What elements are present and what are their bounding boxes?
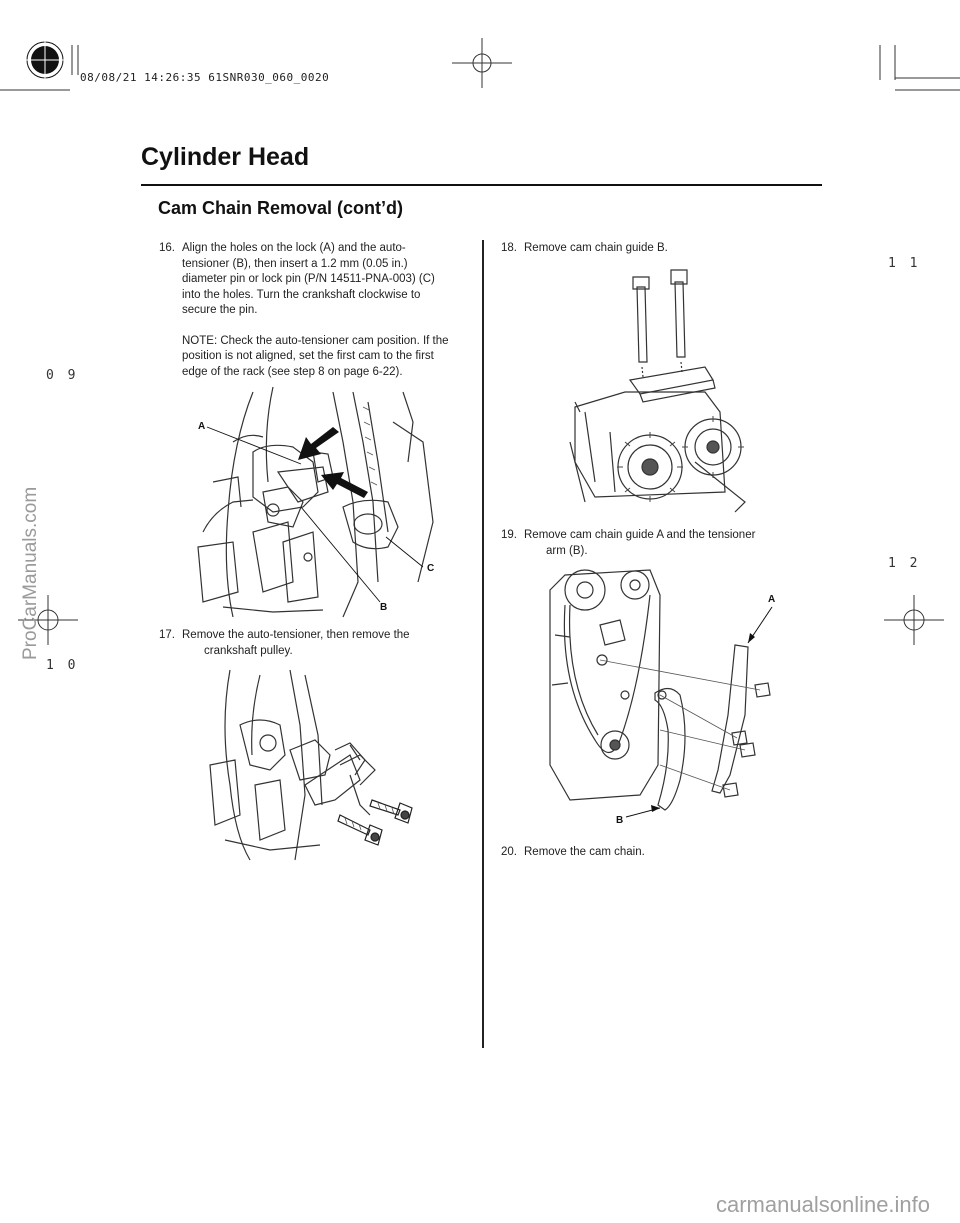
- registration-mark-top-left: [20, 35, 79, 85]
- watermark-bottom: carmanualsonline.info: [716, 1192, 931, 1217]
- watermark-side: ProCarManuals.com: [20, 486, 41, 660]
- title-rule: [141, 184, 822, 186]
- callout-b: B: [380, 602, 388, 613]
- margin-number-left-top: 0 9: [46, 368, 79, 383]
- step-number: 20.: [501, 846, 517, 858]
- step-19: 19. Remove cam chain guide A and the ten…: [501, 528, 821, 559]
- note-line: edge of the rack (see step 8 on page 6-2…: [182, 365, 403, 378]
- figure-remove-cam-chain-guide-b: [569, 269, 746, 513]
- margin-number-left-bottom: 1 0: [46, 658, 79, 673]
- step-number: 18.: [501, 242, 517, 254]
- page-title: Cylinder Head: [141, 143, 310, 171]
- note-line: NOTE: Check the auto-tensioner cam posit…: [182, 334, 449, 347]
- figure-auto-tensioner-lock-pin: [197, 386, 434, 618]
- figure-remove-guide-a-tensioner-arm: [549, 569, 773, 818]
- step-line: Remove the auto-tensioner, then remove t…: [182, 629, 410, 641]
- step-18: 18. Remove cam chain guide B.: [501, 241, 821, 257]
- step-17: 17. Remove the auto-tensioner, then remo…: [159, 628, 479, 659]
- step-line: Remove cam chain guide A and the tension…: [524, 529, 756, 541]
- margin-number-right-top: 1 1: [888, 256, 921, 271]
- figure-remove-auto-tensioner: [209, 669, 413, 861]
- callout-b: B: [616, 815, 624, 826]
- step-number: 19.: [501, 529, 517, 541]
- step-line: diameter pin or lock pin (P/N 14511-PNA-…: [182, 273, 435, 285]
- step-line: into the holes. Turn the crankshaft cloc…: [182, 288, 421, 301]
- step-line: secure the pin.: [182, 304, 258, 316]
- callout-c: C: [427, 563, 435, 574]
- crosshair-mark-right: [884, 595, 944, 645]
- step-line: tensioner (B), then insert a 1.2 mm (0.0…: [182, 257, 408, 270]
- step-line: crankshaft pulley.: [204, 644, 293, 657]
- step-number: 17.: [159, 629, 175, 641]
- step-16: 16. Align the holes on the lock (A) and …: [159, 241, 479, 380]
- crop-marks-top-right: [879, 45, 960, 91]
- step-20: 20. Remove the cam chain.: [501, 845, 821, 861]
- step-line: Align the holes on the lock (A) and the …: [182, 242, 406, 254]
- column-divider: [482, 240, 484, 1048]
- step-number: 16.: [159, 242, 175, 254]
- step-line: Remove cam chain guide B.: [524, 242, 668, 254]
- print-stamp: 08/08/21 14:26:35 61SNR030_060_0020: [80, 71, 330, 84]
- step-line: arm (B).: [546, 544, 588, 557]
- crosshair-mark-top-center: [452, 38, 512, 88]
- callout-a: A: [198, 421, 206, 432]
- crosshair-mark-left: [18, 595, 78, 645]
- note-line: position is not aligned, set the first c…: [182, 350, 434, 362]
- margin-number-right-bottom: 1 2: [888, 556, 921, 571]
- callout-a: A: [768, 594, 776, 605]
- step-line: Remove the cam chain.: [524, 846, 645, 858]
- crop-marks-top-left: [0, 89, 70, 91]
- section-subtitle: Cam Chain Removal (cont’d): [158, 198, 404, 218]
